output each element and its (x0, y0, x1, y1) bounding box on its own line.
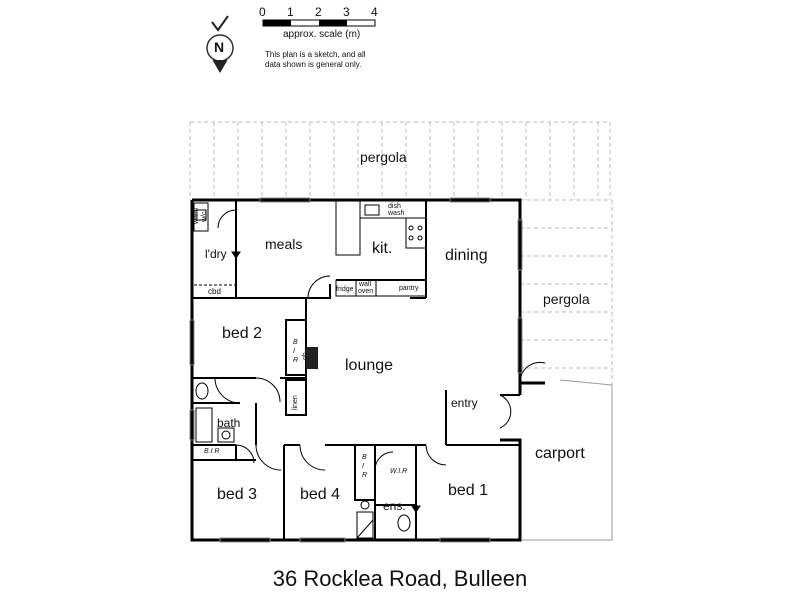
room-label-bed3: bed 3 (217, 486, 258, 503)
disclaimer-line-1: This plan is a sketch, and all (265, 50, 366, 59)
room-label-bed4: bed 4 (300, 486, 341, 503)
scale-tick-1: 1 (287, 5, 294, 19)
scale-tick-3: 3 (343, 5, 350, 19)
stair-arrows (231, 210, 427, 513)
door-swings (214, 209, 546, 471)
fixture-label-bir-bed4: B I R (362, 454, 368, 479)
pergola-top (189, 121, 611, 200)
fixture-label-dish-2: wash (388, 210, 405, 217)
room-label-ensuite: ens. (383, 499, 406, 513)
fixture-label-pantry: pantry (399, 285, 419, 292)
scale-tick-0: 0 (259, 5, 266, 19)
fixture-label-gas-heater: gh (302, 352, 309, 360)
fixture-label-linen: linen (292, 395, 299, 410)
kitchen-benches (335, 199, 427, 297)
fixture-label-wall: wall (359, 281, 372, 288)
address-title: 36 Rocklea Road, Bulleen (272, 566, 528, 591)
scale-bar (262, 19, 376, 27)
room-label-cbd: cbd (208, 287, 221, 296)
fixture-label-bir-bed3: B.I.R (204, 448, 220, 455)
compass-icon (206, 15, 234, 73)
room-label-laundry: l'dry (205, 247, 227, 261)
fixture-label-fridge: fridge (336, 286, 354, 293)
scale-label: approx. scale (m) (283, 29, 361, 40)
fixture-label-bir-bed2: B I R (293, 339, 299, 364)
carport-outline (520, 379, 613, 541)
laundry-fixtures (193, 202, 236, 286)
room-label-kitchen: kit. (372, 240, 393, 257)
room-label-bed2: bed 2 (222, 325, 263, 342)
windows (189, 197, 523, 543)
room-label-pergola-top: pergola (360, 149, 407, 165)
fixture-label-wir: W.I.R (390, 468, 408, 475)
disclaimer-line-2: data shown is general only. (265, 60, 362, 69)
room-label-entry: entry (451, 396, 478, 410)
fixture-label-wash: wash (193, 207, 200, 224)
disclaimer: This plan is a sketch, and all data show… (265, 50, 405, 70)
room-label-dining: dining (445, 247, 488, 264)
bathroom-fixtures (195, 382, 411, 539)
fixture-label-wc: w/c (201, 211, 208, 223)
room-label-pergola-right: pergola (543, 291, 590, 307)
room-label-carport: carport (535, 445, 585, 462)
room-label-meals: meals (265, 236, 303, 252)
fixture-label-dish-1: dish (388, 203, 401, 210)
compass-letter: N (214, 39, 225, 55)
room-label-lounge: lounge (345, 357, 394, 374)
scale-tick-4: 4 (371, 5, 378, 19)
heater-icon (306, 347, 318, 369)
room-label-bath: bath (217, 416, 241, 430)
fixture-label-oven: oven (358, 288, 374, 295)
room-label-bed1: bed 1 (448, 482, 489, 499)
pergola-right (520, 199, 613, 385)
scale-tick-2: 2 (315, 5, 322, 19)
